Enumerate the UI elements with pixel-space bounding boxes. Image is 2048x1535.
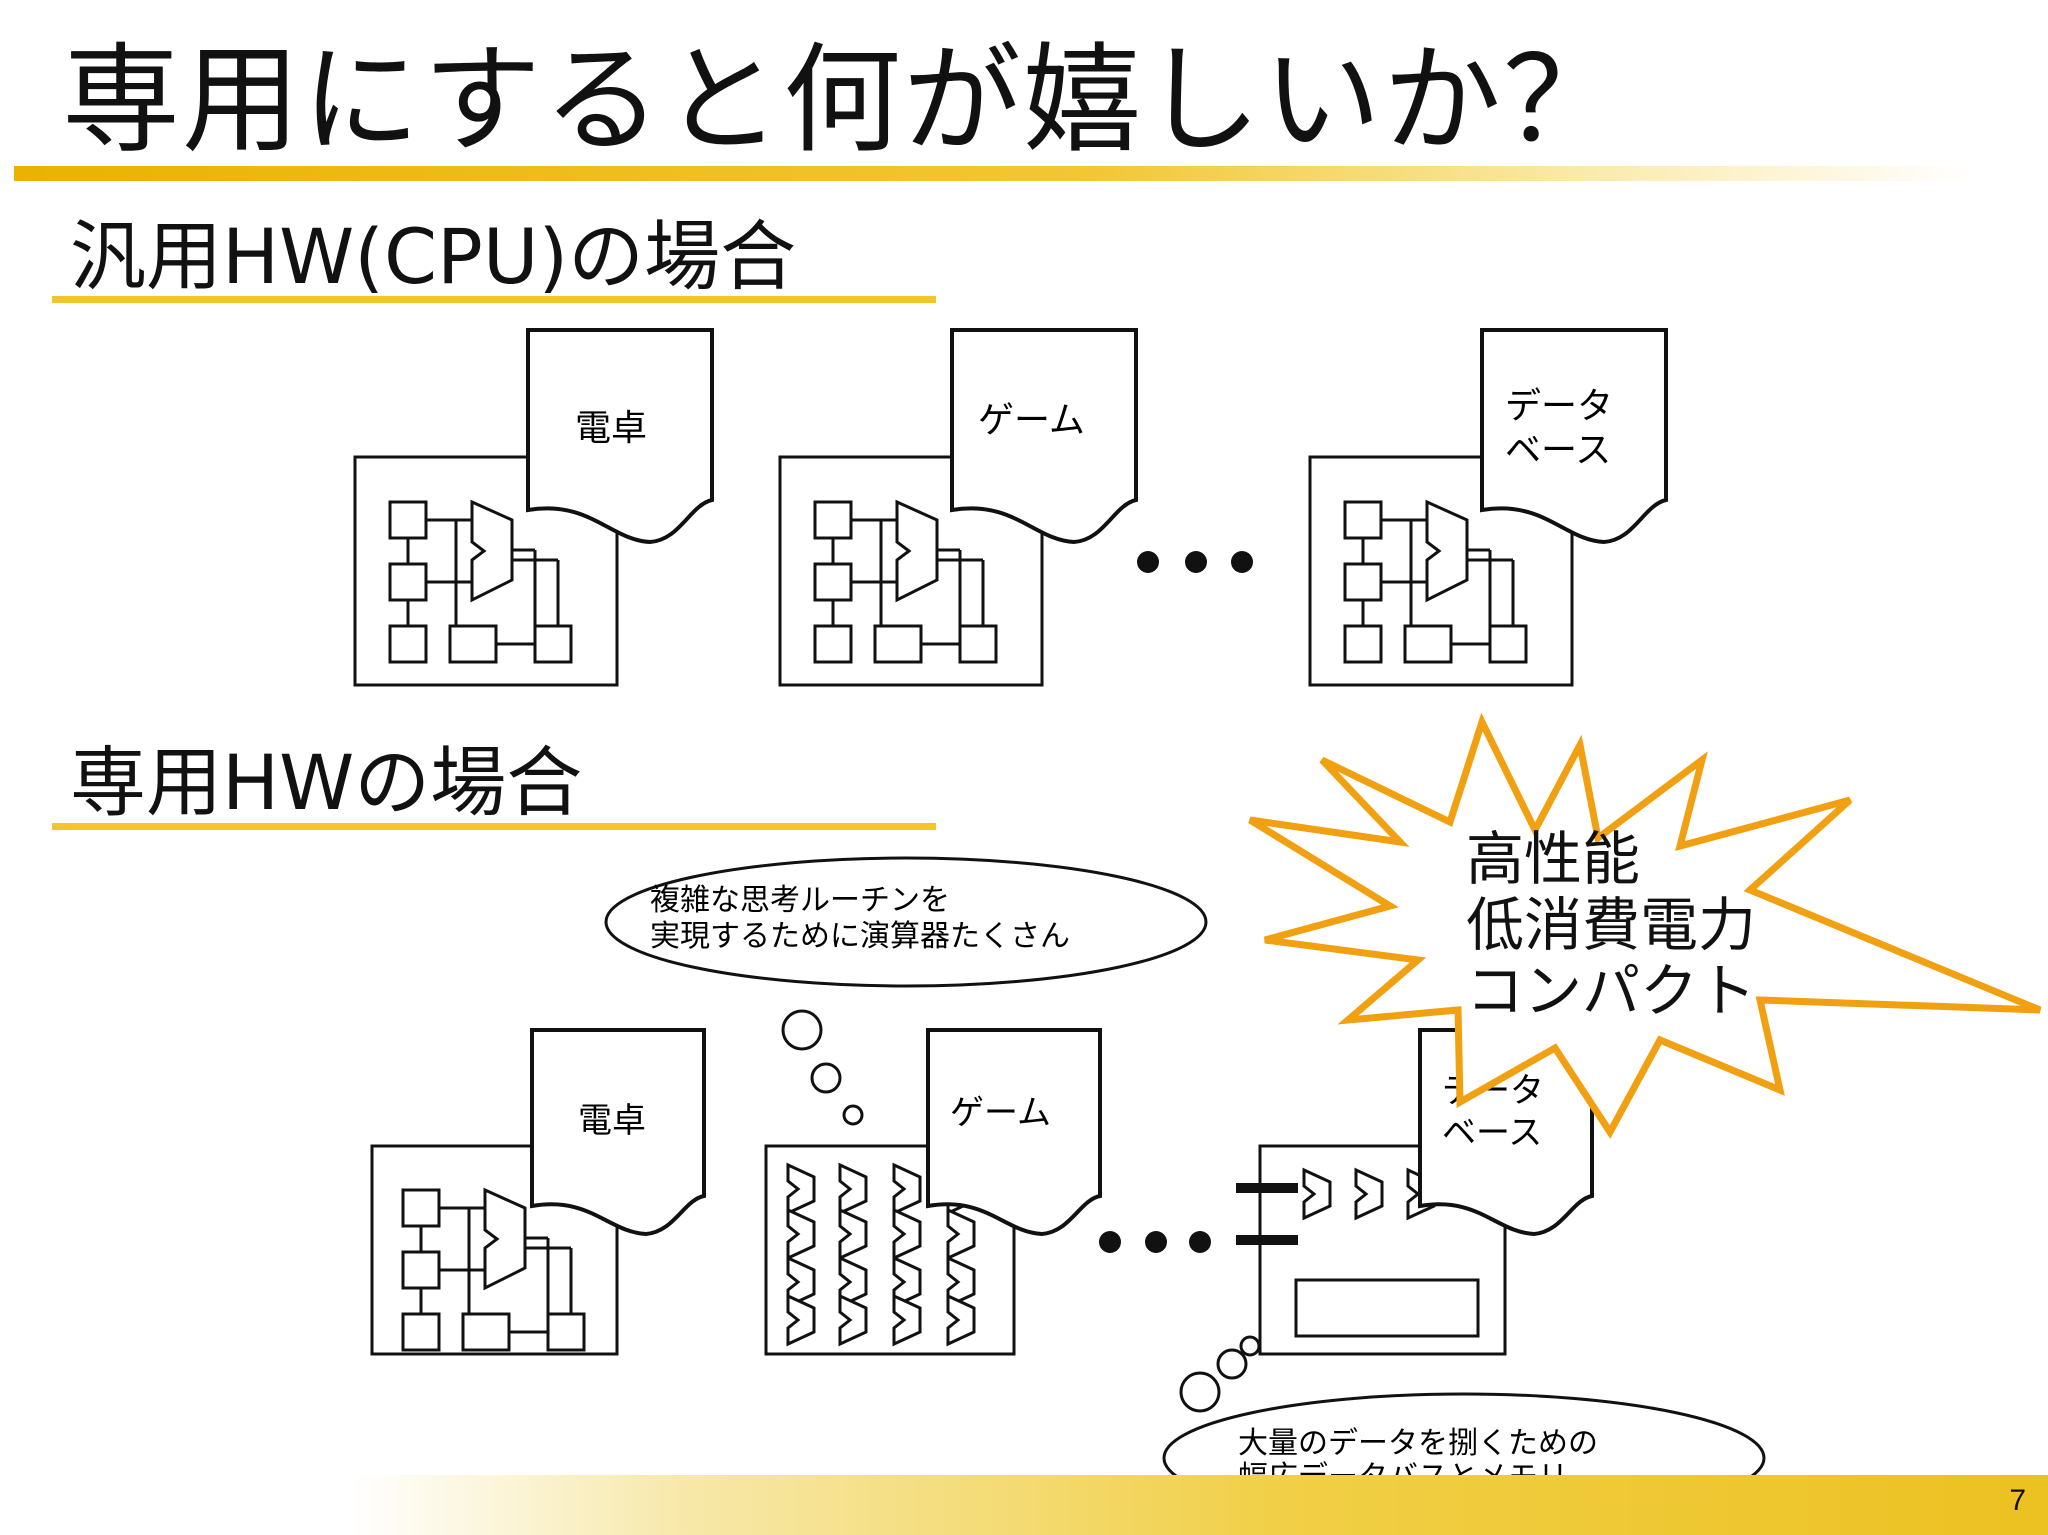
general-hw-underline bbox=[52, 296, 936, 303]
dedicated-label-game: ゲーム bbox=[950, 1093, 1051, 1133]
title-underline bbox=[14, 166, 1974, 181]
thought-game-line1: 複雑な思考ルーチンを bbox=[650, 883, 950, 918]
general-hw-heading: 汎用HW(CPU)の場合 bbox=[70, 212, 797, 301]
program-doc-game bbox=[950, 328, 1138, 545]
thought-game-line2: 実現するために演算器たくさん bbox=[650, 919, 1070, 954]
program-doc-database bbox=[1480, 328, 1668, 545]
ellipsis-dots-general bbox=[1137, 551, 1253, 573]
benefit-burst bbox=[1248, 712, 2042, 1139]
program-doc-calc bbox=[526, 328, 714, 545]
svg-text:複雑な思考ルーチンを 実現するために演算器た: 複雑な思考ルーチンを 実現するために演算器たくさん bbox=[650, 883, 1070, 954]
app-label-database-line2: ベース bbox=[1505, 430, 1611, 471]
app-label-calc: 電卓 bbox=[575, 408, 647, 449]
dedicated-label-database-line2: ベース bbox=[1442, 1113, 1542, 1153]
benefit-list: 高性能 低消費電力 コンパクト bbox=[1466, 826, 1756, 1024]
benefit-compact: コンパクト bbox=[1466, 957, 1757, 1025]
benefit-performance: 高性能 bbox=[1466, 825, 1641, 893]
wide-memory bbox=[1294, 1278, 1480, 1338]
dedicated-hw-heading: 専用HWの場合 bbox=[70, 738, 583, 827]
page-number: 7 bbox=[2009, 1484, 2026, 1517]
dedicated-hw-underline bbox=[52, 823, 936, 830]
dedicated-label-calc: 電卓 bbox=[578, 1101, 646, 1141]
app-label-game: ゲーム bbox=[978, 400, 1085, 441]
footer-bar bbox=[350, 1475, 2048, 1535]
app-label-database-line1: データ bbox=[1505, 386, 1613, 427]
dedicated-doc-game bbox=[926, 1028, 1102, 1237]
dedicated-doc-calc bbox=[530, 1028, 706, 1237]
app-label-database: データ ベース bbox=[1505, 386, 1624, 471]
ellipsis-dots-dedicated bbox=[1099, 1231, 1211, 1253]
benefit-low-power: 低消費電力 bbox=[1466, 891, 1757, 959]
slide-title: 専用にすると何が嬉しいか？ bbox=[62, 31, 1624, 169]
thought-bubble-game: 複雑な思考ルーチンを 実現するために演算器たくさん bbox=[604, 856, 1208, 1126]
thought-db-line1: 大量のデータを捌くための bbox=[1238, 1426, 1598, 1461]
cpu-board-database bbox=[1308, 455, 1574, 687]
